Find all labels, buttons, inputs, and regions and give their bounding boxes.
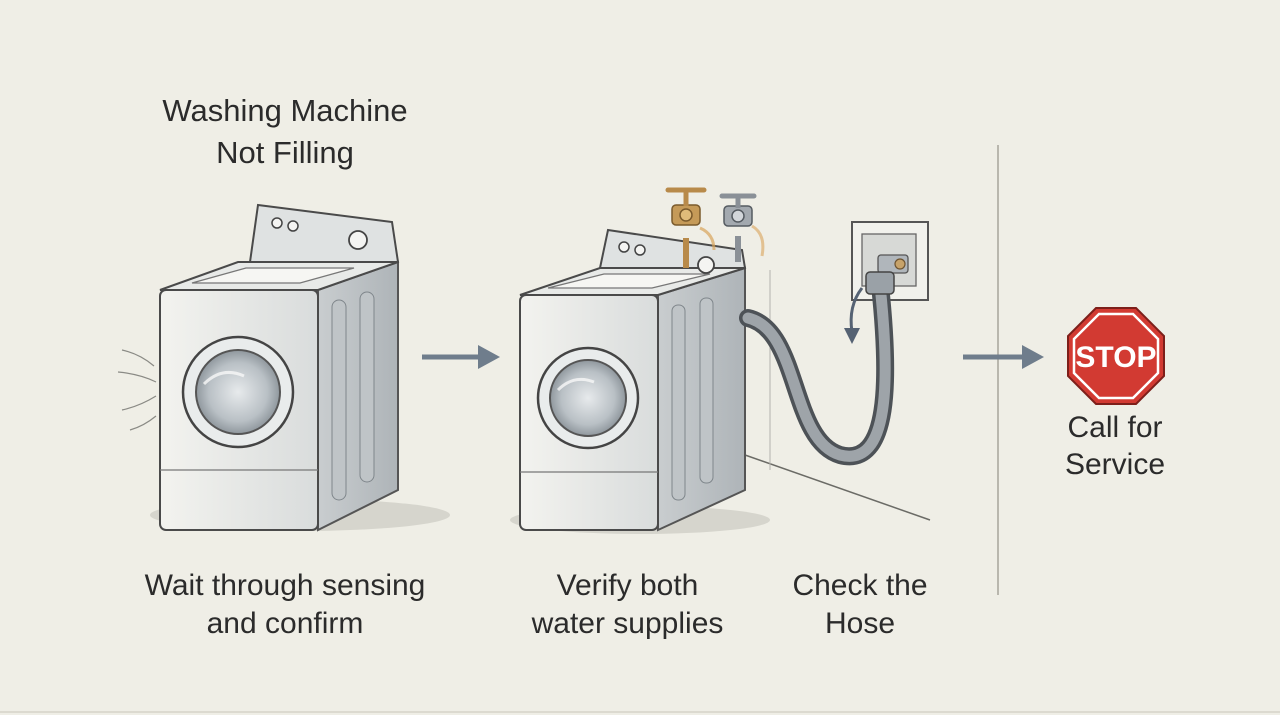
hose-icon xyxy=(739,271,895,466)
stop-sign-label: STOP xyxy=(1075,341,1156,374)
arrow-right-icon xyxy=(422,345,500,369)
arrow-right-icon xyxy=(963,345,1044,369)
step-2-caption: Verify both water supplies xyxy=(531,569,724,640)
diagram-title: Washing Machine Not Filling xyxy=(162,93,408,170)
washing-machine-icon xyxy=(510,228,770,534)
hot-water-valve-icon xyxy=(665,187,716,268)
stop-sign-icon: STOP xyxy=(1067,307,1165,405)
final-step-caption: Call for Service xyxy=(1064,411,1166,481)
step-3-caption: Check the Hose xyxy=(792,569,928,640)
washing-machine-icon xyxy=(117,203,450,532)
step-1-caption: Wait through sensing and confirm xyxy=(144,569,426,640)
cold-water-valve-icon xyxy=(719,193,765,262)
